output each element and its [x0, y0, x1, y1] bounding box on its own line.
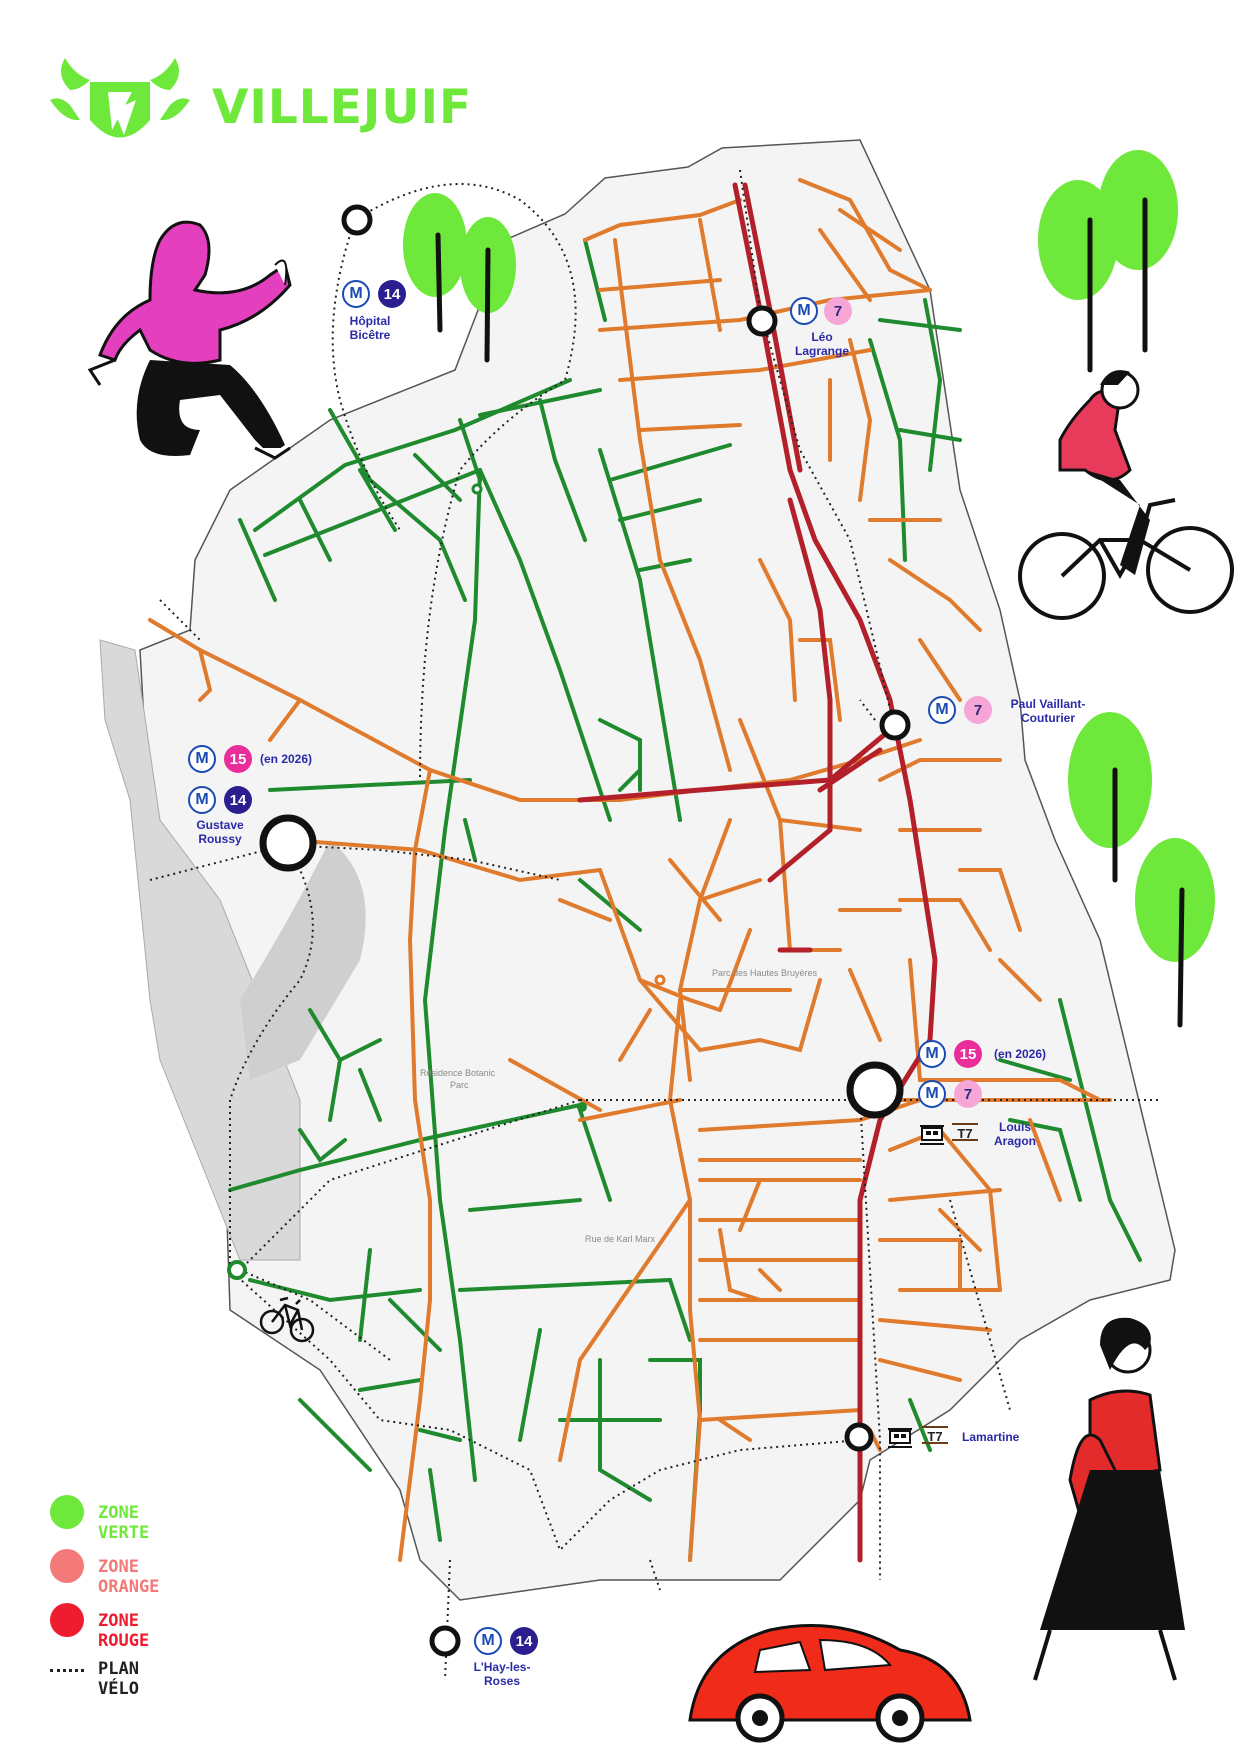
pedestrian-illustration — [1033, 1317, 1185, 1681]
legend-label: ZONE VERTE — [98, 1503, 150, 1543]
station-louis-aragon[interactable] — [846, 1061, 904, 1119]
city-logo-icon — [50, 58, 190, 138]
tram-icon — [920, 1125, 944, 1145]
city-name: VILLEJUIF — [212, 80, 473, 135]
tram-icon — [888, 1428, 912, 1448]
grey-park — [240, 840, 366, 1080]
station-note-2026: (en 2026) — [994, 1047, 1047, 1061]
line-7-badge: 7 — [964, 696, 992, 724]
legend-label: ZONE ORANGE — [98, 1557, 160, 1597]
bike-node — [654, 974, 666, 986]
station-lamartine[interactable] — [844, 1422, 874, 1452]
legend-swatch — [50, 1549, 84, 1583]
car-icon — [688, 1624, 972, 1743]
tram-t7-badge: T7 — [952, 1122, 978, 1146]
tree-icon — [1038, 150, 1178, 373]
legend-swatch — [50, 1495, 84, 1529]
rail-zone — [99, 639, 301, 1261]
map-label: Résidence Botanic — [420, 1068, 496, 1078]
legend-swatch — [50, 1603, 84, 1637]
station-note-2026: (en 2026) — [260, 752, 313, 766]
metro-icon: M — [790, 297, 818, 325]
brand-header: VILLEJUIF — [50, 50, 473, 170]
line-15-badge: 15 — [224, 745, 252, 773]
zone-orange-streets — [148, 178, 1112, 1562]
map-label: Rue de Karl Marx — [585, 1234, 656, 1244]
cyclist-illustration — [1018, 370, 1234, 620]
metro-icon: M — [342, 280, 370, 308]
bike-node — [471, 483, 483, 495]
station-label-hopital-bicetre: Hôpital Bicêtre — [349, 314, 391, 342]
legend-label: ZONE ROUGE — [98, 1611, 150, 1651]
line-14-badge: 14 — [224, 786, 252, 814]
tree-icon — [403, 193, 516, 363]
metro-icon: M — [474, 1627, 502, 1655]
station-leo-lagrange[interactable] — [746, 305, 778, 337]
legend-dotted-line — [50, 1669, 84, 1672]
line-14-badge: 14 — [378, 280, 406, 308]
station-label-paul-vaillant-couturier: Paul Vaillant- Couturier — [1010, 697, 1086, 725]
metro-icon: M — [918, 1040, 946, 1068]
metro-icon: M — [188, 786, 216, 814]
station-label-lhay-les-roses: L'Hay-les- Roses — [473, 1660, 531, 1688]
bicycle-icon — [259, 1296, 315, 1343]
runner-illustration — [87, 220, 292, 460]
station-gustave-roussy[interactable] — [259, 814, 317, 872]
legend-label: PLAN VÉLO — [98, 1659, 139, 1699]
line-7-badge: 7 — [824, 297, 852, 325]
station-paul-vaillant-couturier[interactable] — [879, 709, 911, 741]
station-lhay-les-roses[interactable] — [429, 1625, 461, 1657]
metro-icon: M — [928, 696, 956, 724]
bike-node — [227, 1260, 247, 1280]
map-label: Parc — [450, 1080, 469, 1090]
station-label-louis-aragon: Louis Aragon — [994, 1120, 1036, 1148]
tram-t7-badge: T7 — [922, 1425, 948, 1449]
station-hopital-bicetre[interactable] — [341, 204, 373, 236]
line-7-badge: 7 — [954, 1080, 982, 1108]
tree-icon — [1068, 712, 1215, 1028]
station-label-gustave-roussy: Gustave Roussy — [196, 818, 244, 846]
line-14-badge: 14 — [510, 1627, 538, 1655]
line-15-badge: 15 — [954, 1040, 982, 1068]
bike-node — [577, 1102, 587, 1112]
station-label-leo-lagrange: Léo Lagrange — [794, 330, 849, 358]
station-label-lamartine: Lamartine — [962, 1430, 1020, 1444]
metro-icon: M — [918, 1080, 946, 1108]
metro-icon: M — [188, 745, 216, 773]
map-label: Parc des Hautes Bruyères — [712, 968, 818, 978]
